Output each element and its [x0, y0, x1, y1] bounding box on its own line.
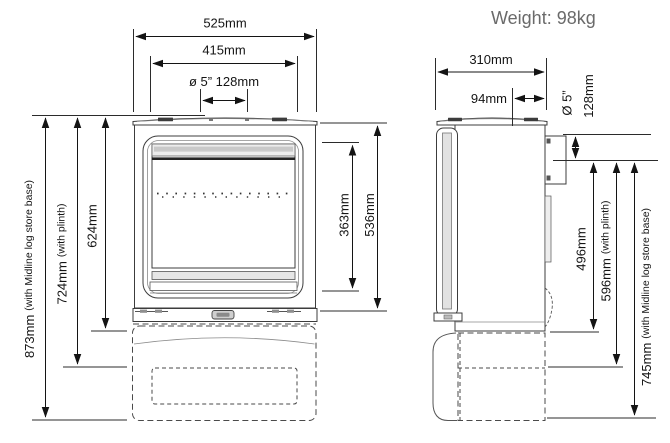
side-rear-bracket: [544, 195, 552, 263]
dim-label-596: 596mm(with plinth): [598, 200, 613, 301]
front-grate-bar: [151, 271, 296, 280]
dim-side-depth: 310mm: [435, 52, 547, 110]
side-body: [454, 124, 546, 332]
side-view-drawing: [432, 117, 567, 421]
dim-label-side-flue-dia: Ø 5”: [560, 90, 575, 115]
front-door-top-bar: [152, 157, 295, 160]
dim-label-front-flue: ø 5” 128mm: [189, 74, 259, 89]
front-glass-frame: [151, 143, 296, 269]
dim-label-496: 496mm: [574, 227, 589, 270]
side-logstore-outline: [457, 332, 546, 421]
dim-side-height-logstore: 745mm(with Midline log store base): [547, 162, 656, 419]
dim-label-745: 745mm(with Midline log store base): [639, 208, 654, 386]
dim-side-height-stove: 496mm: [550, 162, 599, 333]
front-logstore-outline: [132, 325, 317, 421]
front-top-vent-slot-left: [158, 117, 173, 122]
dim-front-overall-width: 525mm: [133, 16, 317, 112]
dim-label-724: 724mm(with plinth): [54, 203, 69, 304]
dim-label-525: 525mm: [203, 16, 246, 31]
front-top-vent-slot-right: [272, 117, 287, 122]
dim-side-flue-rear-offset: 94mm: [471, 88, 545, 126]
side-dimensions: 310mm 94mm Ø 5” 128mm 496mm 596mm(with p…: [435, 52, 658, 419]
dim-side-flue-drop: [553, 134, 658, 161]
dim-label-310: 310mm: [469, 52, 512, 67]
dim-label-363: 363mm: [337, 193, 352, 236]
front-plinth-apron-curve: [133, 337, 315, 345]
dim-label-side-128: 128mm: [581, 74, 596, 117]
front-logstore-opening: [151, 367, 298, 405]
front-dimensions: 525mm 415mm ø 5” 128mm 873mm(with Midlin…: [22, 16, 387, 421]
dim-front-door-glass-heights: 536mm 363mm: [320, 122, 387, 312]
dim-label-94: 94mm: [471, 91, 507, 106]
dim-front-heights: 873mm(with Midline log store base) 724mm…: [22, 115, 205, 421]
dim-label-536: 536mm: [362, 193, 377, 236]
dim-label-624: 624mm: [85, 204, 100, 247]
front-ashlip-bar: [149, 281, 298, 291]
dim-front-flue: ø 5” 128mm: [189, 74, 259, 112]
dim-side-height-plinth: 596mm(with plinth): [548, 162, 623, 368]
side-rear-curve: [544, 287, 553, 328]
side-logstore-front-curve: [432, 332, 457, 421]
weight-label: Weight: 98kg: [491, 8, 596, 28]
dim-front-door-width: 415mm: [150, 43, 298, 112]
dim-label-415: 415mm: [202, 43, 245, 58]
dim-label-873: 873mm(with Midline log store base): [22, 180, 37, 358]
front-view-drawing: [132, 117, 318, 421]
